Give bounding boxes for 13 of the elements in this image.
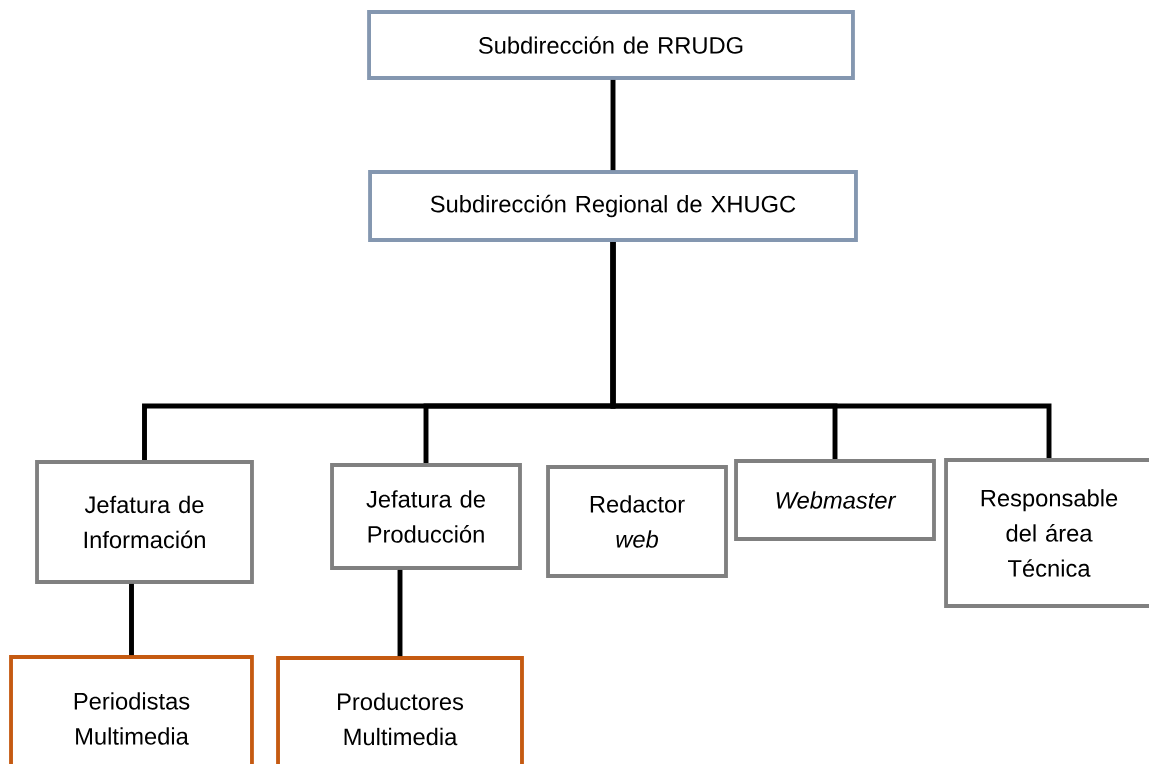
- org-box: Redactor web: [546, 465, 728, 578]
- connector-line: [397, 569, 403, 657]
- org-box: Responsable del área Técnica: [944, 458, 1149, 608]
- org-box: Subdirección Regional de XHUGC: [368, 170, 858, 242]
- org-box: Subdirección de RRUDG: [367, 10, 855, 80]
- connector-line: [610, 79, 616, 171]
- org-box: Webmaster: [734, 459, 936, 541]
- connector-line: [129, 583, 134, 656]
- org-box: Productores Multimedia: [276, 656, 524, 764]
- connector-line: [610, 241, 1052, 459]
- org-box: Jefatura de Información: [35, 460, 254, 584]
- org-box: Periodistas Multimedia: [9, 655, 254, 764]
- org-box: Jefatura de Producción: [330, 463, 522, 570]
